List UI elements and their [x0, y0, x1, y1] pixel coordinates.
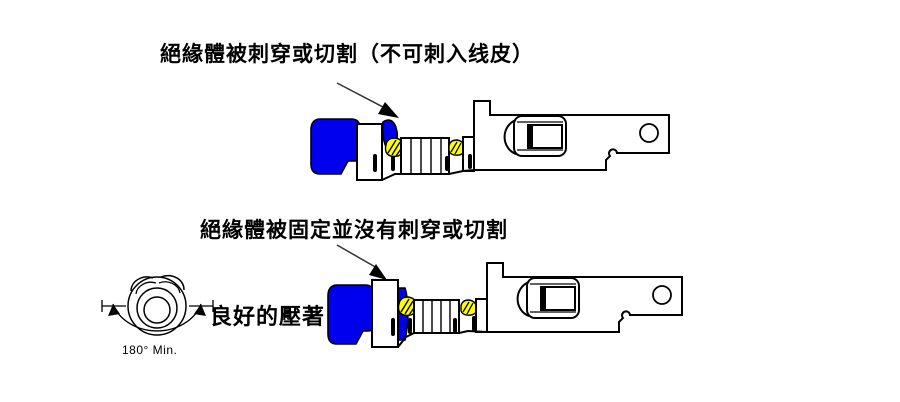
crimp-shell-outline — [127, 274, 187, 336]
reference-line — [101, 300, 214, 312]
crimp-cross-section — [101, 274, 214, 336]
insulation-crimp-wing — [356, 123, 383, 181]
terminal-side-view-good — [327, 262, 683, 348]
mounting-hole — [652, 285, 672, 305]
mounting-hole — [639, 123, 659, 143]
figure-bottom-caption: 絕緣體被固定並沒有刺穿或切割 — [200, 219, 508, 242]
pointer-arrow-icon — [336, 244, 387, 280]
figure-top-caption: 絕緣體被刺穿或切割（不可刺入线皮） — [160, 43, 534, 66]
insulation-ring — [136, 287, 178, 329]
contact-box — [503, 115, 567, 157]
insulation-crimp-wing — [371, 279, 399, 348]
pointer-arrow-icon — [336, 82, 399, 118]
crimp-shadow-marks — [391, 316, 476, 336]
terminal-front-plate — [475, 298, 488, 333]
lower-flange-edge — [381, 169, 475, 181]
conductor-crimp-barrel — [400, 137, 450, 175]
terminal-side-view-pierced — [310, 100, 670, 181]
conductor-crimp-barrel — [413, 299, 460, 334]
angle-min-label: 180° Min. — [122, 343, 178, 357]
wire-strands-icon — [384, 137, 405, 158]
wire-insulation — [327, 284, 375, 345]
wire-strands-icon — [460, 299, 478, 316]
conductor-core — [143, 296, 171, 324]
lower-flange-edge — [397, 329, 488, 348]
wire-insulation — [310, 118, 361, 175]
angle-arc — [108, 303, 206, 332]
quality-label: 良好的壓著 — [210, 304, 326, 329]
crimp-shadow-marks — [373, 154, 472, 172]
contact-box — [516, 277, 580, 319]
